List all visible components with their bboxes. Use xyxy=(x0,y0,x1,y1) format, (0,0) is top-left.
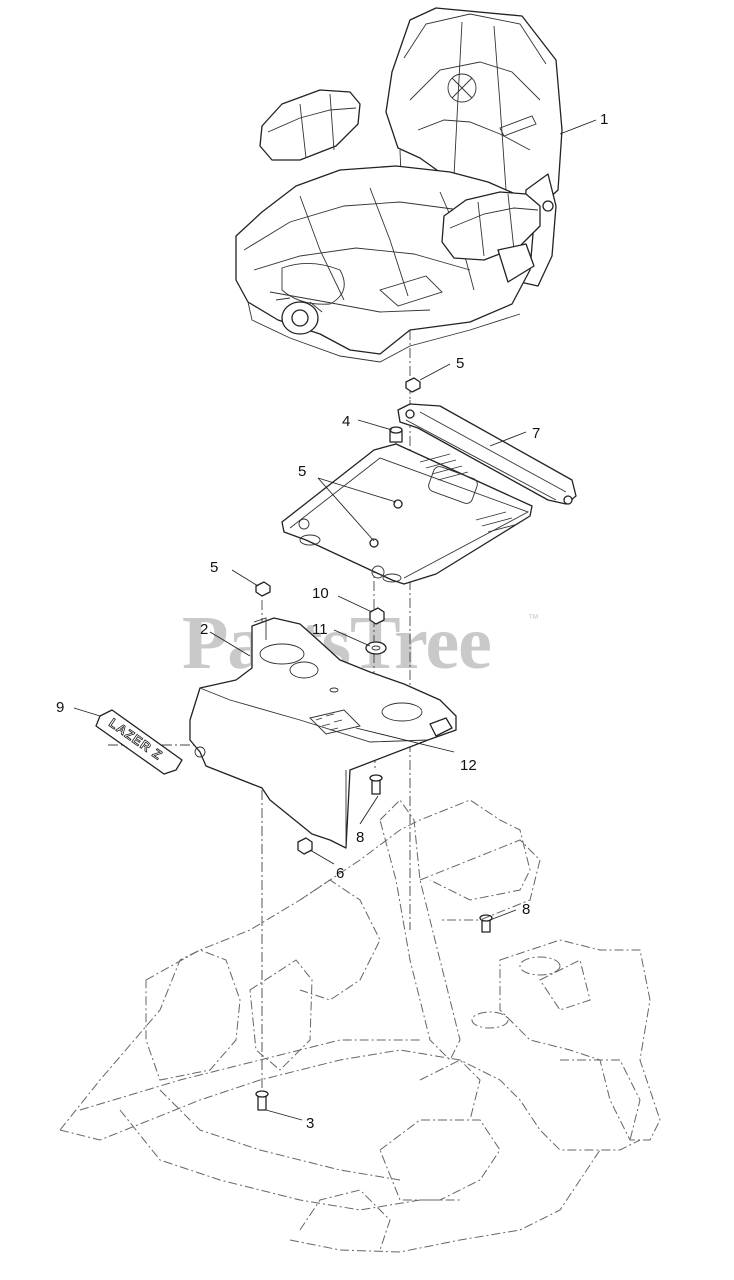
seat-slide-rail xyxy=(397,403,577,505)
callout-12: 12 xyxy=(460,757,477,774)
callout-10: 10 xyxy=(312,585,329,602)
callout-9: 9 xyxy=(56,699,64,716)
hardware xyxy=(255,377,493,1111)
callout-5-top: 5 xyxy=(456,355,464,372)
callout-6: 6 xyxy=(336,865,344,882)
callout-3: 3 xyxy=(306,1115,314,1132)
callout-7: 7 xyxy=(532,425,540,442)
callout-11: 11 xyxy=(312,621,328,638)
callout-8-right: 8 xyxy=(522,901,530,918)
lazer-z-decal: LAZER Z xyxy=(95,709,183,775)
callout-5-plate: 5 xyxy=(298,463,306,480)
callout-1: 1 xyxy=(600,111,608,128)
callout-labels: 1 5 4 7 5 5 10 2 11 9 12 8 6 8 3 xyxy=(56,111,608,1132)
seat-pan-cover xyxy=(189,617,457,849)
seat-mounting-plate xyxy=(281,443,533,585)
seat-assembly xyxy=(235,7,563,363)
callout-5-left: 5 xyxy=(210,559,218,576)
watermark-trademark: ™ xyxy=(528,613,539,625)
mower-frame xyxy=(59,799,661,1253)
callout-leaders xyxy=(73,119,597,1121)
callout-8-center: 8 xyxy=(356,829,364,846)
callout-4: 4 xyxy=(342,413,350,430)
callout-2: 2 xyxy=(200,621,208,638)
